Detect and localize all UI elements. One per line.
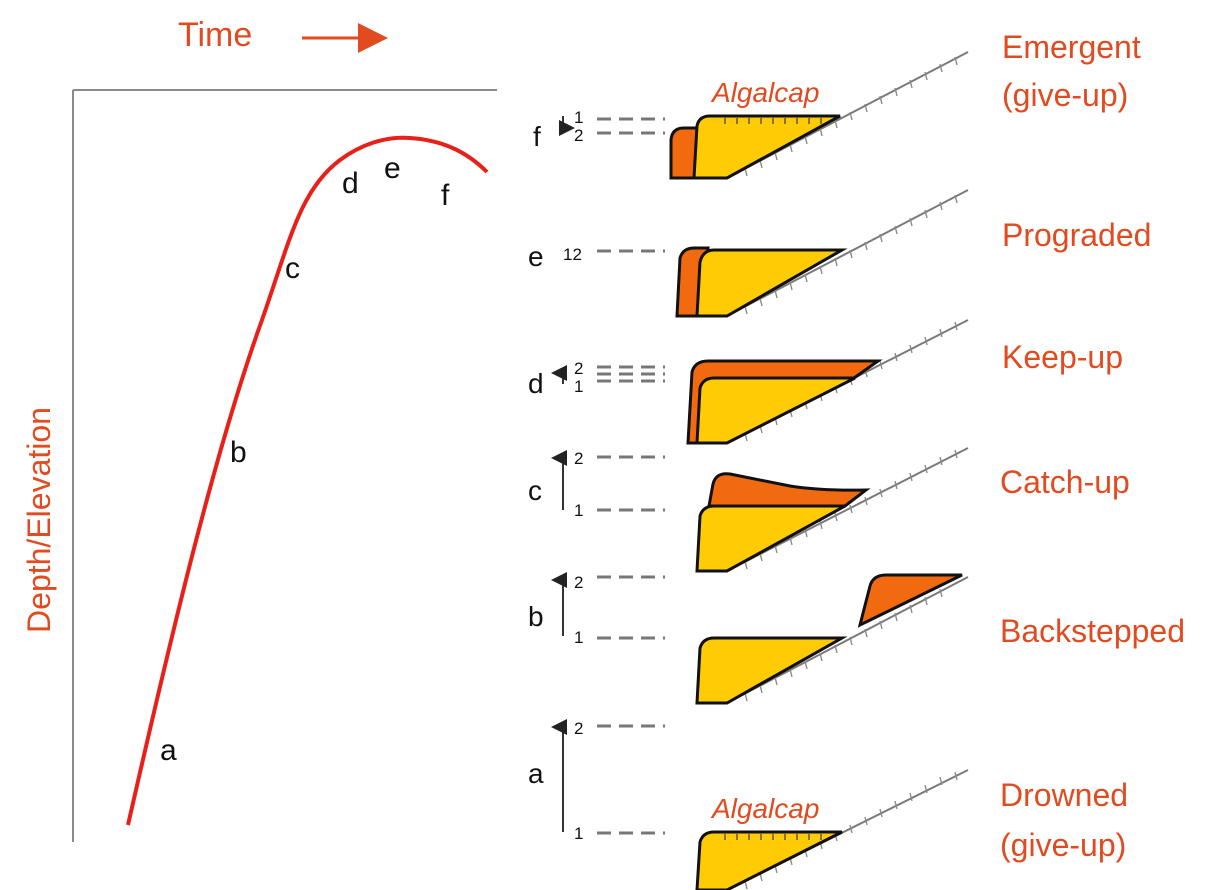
panel-name-a-line2: (give-up) <box>1000 827 1126 863</box>
panel-catch-up: c 2 1 Catch-up <box>528 447 1130 573</box>
curve-label-e: e <box>384 152 401 185</box>
curve-label-c: c <box>285 252 300 285</box>
yellow-reef-b <box>695 636 848 705</box>
panel-name-a-line1: Drowned <box>1000 777 1128 813</box>
marker-d-1: 1 <box>574 377 583 396</box>
marker-f-1: 1 <box>574 108 583 127</box>
slope-ticks-c <box>744 449 958 570</box>
algal-cap-ticks-a <box>724 834 822 840</box>
curve-label-f: f <box>441 179 450 212</box>
marker-c-1: 1 <box>574 501 583 520</box>
panel-keep-up: d 2 1 Keep-up <box>528 319 1123 445</box>
slope-e <box>726 189 969 317</box>
growth-graph: Time Depth/Elevation a b c d e f <box>21 16 497 842</box>
yellow-reef-e <box>695 248 848 318</box>
slope-ticks-e <box>744 194 958 315</box>
time-axis-label: Time <box>178 16 252 54</box>
panel-letter-b: b <box>528 601 544 632</box>
sea-level-curve <box>126 135 489 826</box>
depth-axis-label: Depth/Elevation <box>21 407 57 633</box>
marker-e-12: 12 <box>563 245 582 264</box>
panel-emergent: f 1 2 Algalcap Emergent (give-up) <box>533 29 1141 180</box>
panel-letter-c: c <box>528 475 542 506</box>
panel-drowned: a 2 1 Algalcap Drowned (give-up) <box>528 719 1128 890</box>
panel-name-c: Catch-up <box>1000 464 1130 500</box>
marker-b-2: 2 <box>574 573 583 592</box>
algalcap-label-top: Algalcap <box>710 77 819 108</box>
marker-a-1: 1 <box>574 824 583 843</box>
panel-letter-f: f <box>533 121 541 152</box>
panel-letter-a: a <box>528 758 544 789</box>
panel-name-f-line2: (give-up) <box>1002 77 1128 113</box>
algalcap-label-bottom: Algalcap <box>710 793 819 824</box>
yellow-reef-d <box>695 376 856 445</box>
algal-cap-ticks-f <box>724 118 822 124</box>
orange-reef-c <box>707 472 871 508</box>
slope-ticks-b <box>744 588 943 702</box>
marker-d-2: 2 <box>574 359 583 378</box>
curve-label-a: a <box>160 734 177 767</box>
yellow-reef-f <box>692 114 841 180</box>
panel-letter-d: d <box>528 368 544 399</box>
orange-reef-b <box>857 573 963 628</box>
panel-name-f-line1: Emergent <box>1002 29 1141 65</box>
slope-ticks-a <box>744 771 958 890</box>
panel-name-b: Backstepped <box>1000 613 1185 649</box>
panel-backstepped: b 2 1 Backstepped <box>528 572 1185 705</box>
marker-c-2: 2 <box>574 449 583 468</box>
marker-a-2: 2 <box>574 719 583 738</box>
yellow-reef-a <box>695 830 843 890</box>
yellow-reef-c <box>695 504 846 573</box>
curve-label-d: d <box>342 167 359 200</box>
curve-label-b: b <box>230 436 247 469</box>
marker-b-1: 1 <box>574 628 583 647</box>
panel-name-e: Prograded <box>1002 217 1151 253</box>
panel-name-d: Keep-up <box>1002 339 1123 375</box>
marker-f-2: 2 <box>574 126 583 145</box>
slope-ticks-f <box>744 56 958 177</box>
orange-reef-f <box>669 126 702 180</box>
panel-prograded: e 12 Prograded <box>528 189 1151 318</box>
panel-letter-e: e <box>528 241 544 272</box>
